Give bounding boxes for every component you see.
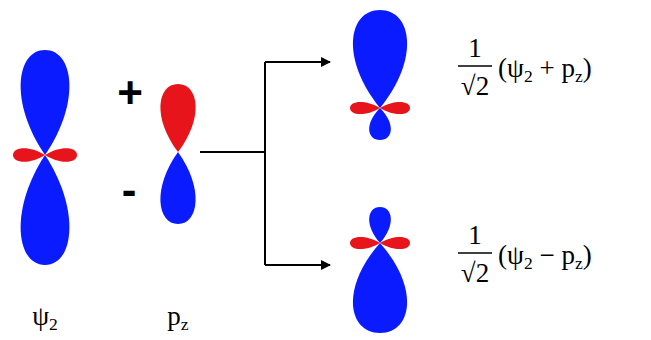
subscript: 2 <box>49 314 58 334</box>
difference-hybrid-orbital <box>350 207 410 333</box>
subscript: z <box>181 314 189 334</box>
psi2-orbital <box>13 50 77 265</box>
fraction-numerator: 1 <box>468 35 482 62</box>
fraction-denominator: √2 <box>461 73 489 100</box>
fraction-denominator: √2 <box>461 260 489 287</box>
subscript: z <box>575 253 583 273</box>
plus-sign: + <box>117 71 143 115</box>
combination-formula: (ψ2 + pz) <box>498 55 592 82</box>
subscript: z <box>575 66 583 86</box>
subscript: 2 <box>524 66 533 86</box>
fraction-numerator: 1 <box>468 222 482 249</box>
orbital-label: pz <box>167 303 188 330</box>
pz-orbital <box>160 84 195 224</box>
combination-formula: (ψ2 − pz) <box>498 242 592 269</box>
minus-sign: - <box>122 168 137 212</box>
subscript: 2 <box>524 253 533 273</box>
fraction-bar <box>458 65 492 67</box>
fraction-bar <box>458 252 492 254</box>
orbital-label: ψ2 <box>32 303 58 330</box>
sum-hybrid-orbital <box>350 10 410 140</box>
split-arrow <box>200 62 330 265</box>
